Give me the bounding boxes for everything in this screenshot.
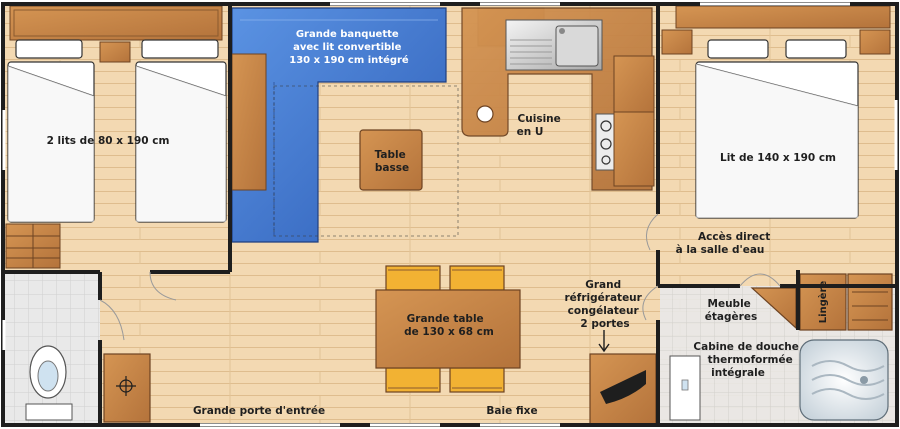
label-fridge: Grand réfrigérateur congélateur 2 portes [565,279,646,330]
label-linen: Lingère [817,280,829,323]
stool [476,105,494,123]
toilet [25,345,73,421]
linen-cupboard [799,273,847,331]
label-shower: Cabine de douche thermoformée intégrale [693,341,802,379]
pillow-double-left [707,39,769,59]
fridge-door-icon [600,370,646,404]
label-banquette: Grande banquette avec lit convertible 13… [289,29,409,66]
label-bathroom-access: Accès direct à la salle d'eau [676,231,774,256]
label-dining-table: Grande table de 130 x 68 cm [404,313,494,338]
label-double-bed: Lit de 140 x 190 cm [720,152,836,164]
master-bedroom [661,5,891,219]
twin-bedroom [5,5,227,269]
label-fixed-bay: Baie fixe [486,405,537,417]
label-shelves: Meuble étagères [705,298,757,323]
label-entrance: Grande porte d'entrée [193,405,325,417]
dining-area [375,265,521,393]
pillow-double-right [785,39,847,59]
pillow-left [15,39,83,59]
arrow-down-icon [598,330,610,353]
label-low-table: Table basse [375,149,410,174]
convertible-outline [273,85,459,237]
low-table [359,129,423,191]
label-twin-beds: 2 lits de 80 x 190 cm [47,135,170,147]
banquette [231,7,459,243]
kitchen [461,7,655,191]
door-swings [99,213,781,341]
drain-icon [860,376,868,384]
label-kitchen: Cuisine en U [517,113,565,138]
side-table [231,53,267,191]
pillow-right [141,39,219,59]
boiler-cabinet [103,353,151,423]
dining-table [375,289,521,369]
